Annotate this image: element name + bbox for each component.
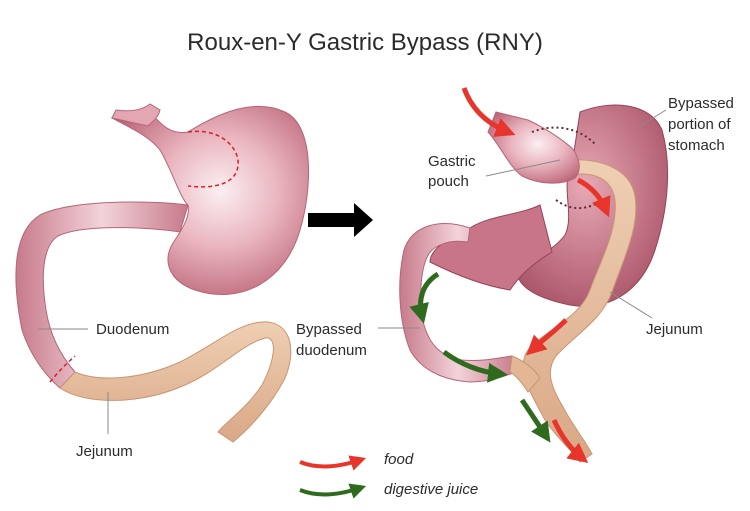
bypassed-duodenum-label-line2: duodenum (296, 342, 367, 359)
bypassed-duodenum-label-line1: Bypassed (296, 321, 362, 338)
staple-line-upper (531, 126, 597, 146)
normal-anatomy: Duodenum Jejunum (15, 103, 310, 460)
juice-arrow-2 (442, 349, 508, 383)
bypass-anatomy: Gastric pouch Bypassed portion of stomac… (296, 87, 734, 463)
bypassed-stomach-label-line3: stomach (668, 137, 725, 154)
duodenum-label: Duodenum (96, 321, 169, 338)
staple-line-lower (555, 199, 597, 210)
stomach-shape (110, 105, 310, 295)
duodenum-jejunum-junction (49, 355, 76, 383)
jejunum-label-left: Jejunum (76, 443, 133, 460)
jejunum-limb-shape (522, 159, 637, 463)
legend-food-label: food (384, 451, 414, 468)
gastric-pouch-label-line2: pouch (428, 173, 469, 190)
duodenum-shape (15, 201, 189, 389)
bypassed-stomach-label-line2: portion of (668, 116, 731, 133)
esophagus-shape (111, 103, 161, 127)
gastric-pouch-label-line1: Gastric (428, 153, 476, 170)
gastric-pouch-leader (485, 159, 561, 177)
planned-pouch-outline (187, 130, 239, 188)
food-arrow-2 (576, 177, 611, 218)
jejunum-junction-shape (509, 355, 541, 393)
bypassed-stomach-leader (639, 109, 667, 127)
transition-arrow (308, 203, 373, 237)
juice-arrow-3 (519, 398, 551, 443)
legend: food digestive juice (299, 451, 478, 499)
jejunum-shape (59, 321, 292, 443)
legend-digestive-juice-label: digestive juice (384, 481, 478, 498)
legend-juice-swatch (299, 483, 367, 499)
food-arrow-1 (461, 87, 516, 137)
lower-stomach-shape (429, 204, 553, 291)
food-arrow-3 (526, 318, 568, 356)
legend-food-swatch (299, 455, 367, 471)
diagram-title: Roux-en-Y Gastric Bypass (RNY) (187, 29, 543, 56)
jejunum-leader-right (609, 291, 653, 319)
bypassed-stomach-label-line1: Bypassed (668, 95, 734, 112)
juice-arrow-1 (409, 271, 440, 324)
jejunum-label-right: Jejunum (646, 321, 703, 338)
food-arrow-4 (551, 418, 589, 463)
